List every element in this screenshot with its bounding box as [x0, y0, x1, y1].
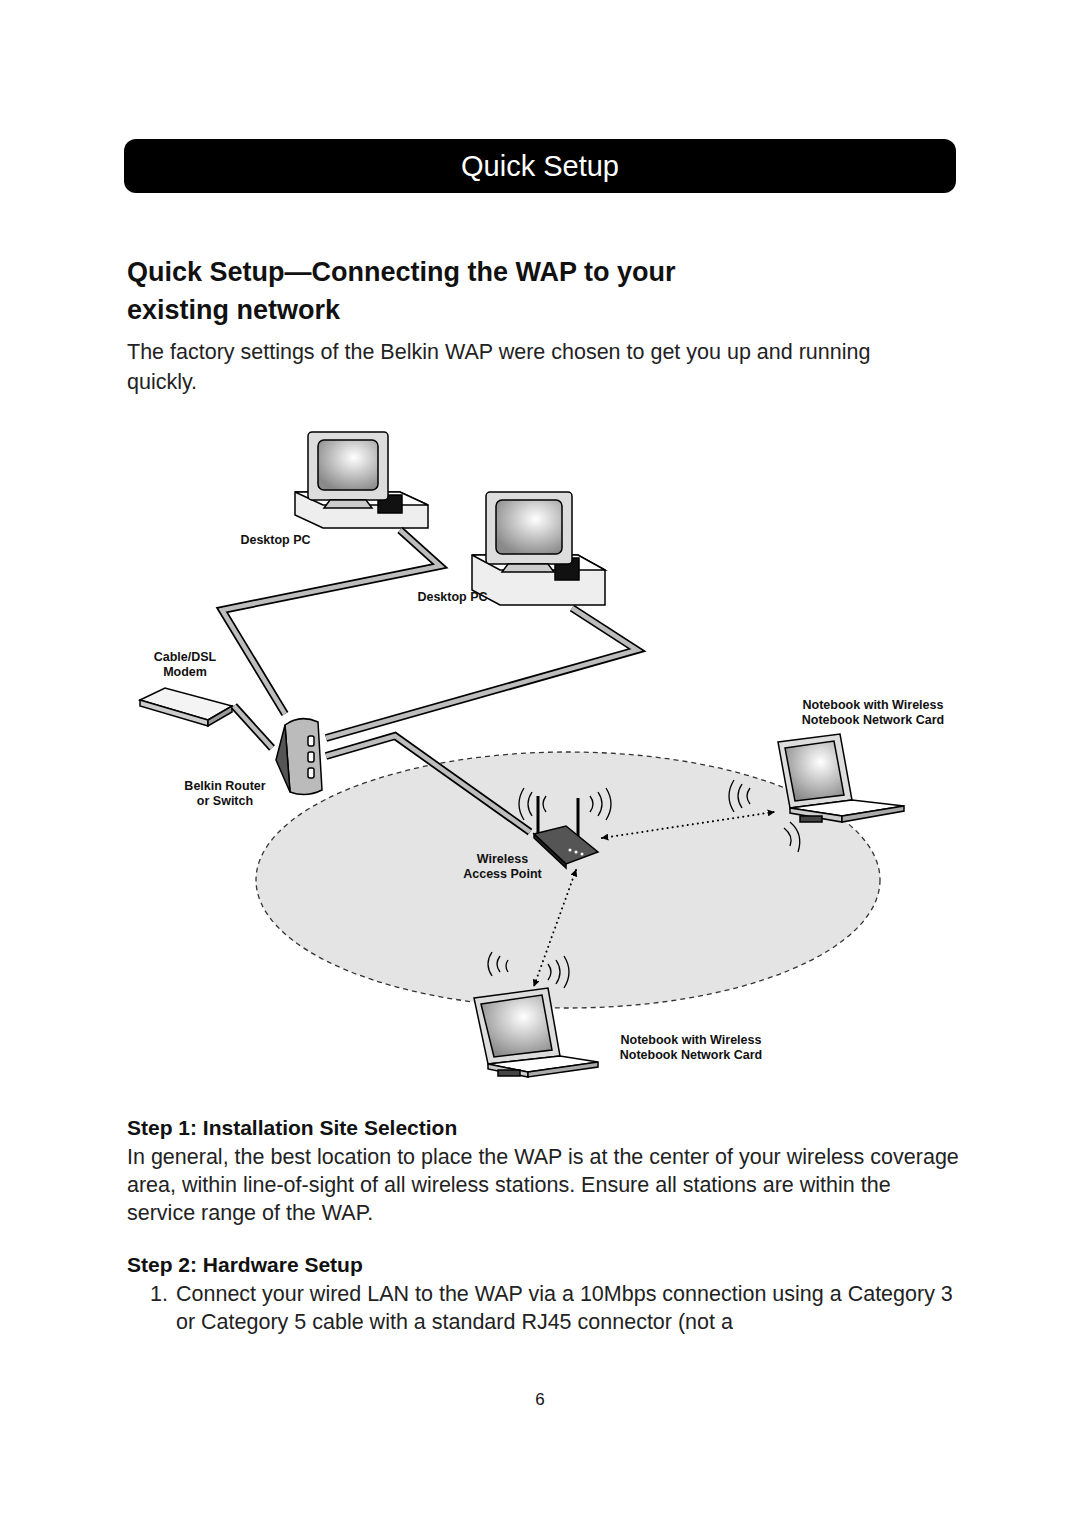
connector-line — [234, 706, 272, 748]
banner — [124, 139, 956, 193]
connector-line — [222, 530, 440, 714]
page-number: 6 — [520, 1389, 560, 1411]
banner-title: Quick Setup — [124, 139, 956, 193]
device-label: Wireless Access Point — [460, 852, 545, 882]
connector-line — [326, 608, 637, 738]
connector-line — [326, 736, 530, 832]
connector-line — [534, 870, 576, 986]
connector-line — [326, 608, 637, 738]
desktop-pc — [295, 432, 428, 528]
device-label: Belkin Router or Switch — [180, 779, 270, 809]
network-cable — [326, 608, 637, 738]
device-node: Belkin Router or Switch — [272, 714, 326, 798]
device-node: Wireless Access Point — [530, 790, 602, 870]
connector-line — [234, 706, 272, 748]
step-heading: Step 1: Installation Site Selection — [127, 1114, 927, 1142]
device-label: Notebook with Wireless Notebook Network … — [788, 698, 958, 728]
list-number: 1. — [150, 1280, 176, 1308]
device-label: Cable/DSL Modem — [145, 650, 225, 680]
device-label: Desktop PC — [405, 590, 500, 605]
intro-text: The factory settings of the Belkin WAP w… — [127, 337, 887, 397]
device-node: Desktop PC — [292, 428, 432, 530]
access-point — [534, 796, 598, 868]
step-heading: Step 2: Hardware Setup — [127, 1251, 927, 1279]
network-cable — [234, 706, 272, 748]
router — [276, 719, 322, 795]
notebook — [474, 988, 598, 1077]
device-node: Cable/DSL Modem — [138, 686, 234, 728]
network-cable — [326, 736, 530, 832]
device-label: Notebook with Wireless Notebook Network … — [606, 1033, 776, 1063]
connector-line — [222, 530, 440, 714]
body-text: Connect your wired LAN to the WAP via a … — [176, 1280, 962, 1336]
device-node: Desktop PC — [470, 490, 607, 608]
wireless-link — [534, 870, 576, 986]
device-label: Desktop PC — [228, 533, 323, 548]
device-node: Notebook with Wireless Notebook Network … — [774, 732, 908, 824]
connector-line — [326, 736, 530, 832]
page-heading: Quick Setup—Connecting the WAP to your e… — [127, 253, 767, 329]
radio-waves — [488, 780, 800, 988]
connector-line — [602, 812, 774, 838]
network-cable — [222, 530, 440, 714]
modem — [140, 688, 232, 726]
device-node: Notebook with Wireless Notebook Network … — [472, 986, 600, 1080]
wireless-link — [602, 812, 774, 838]
notebook — [778, 734, 904, 822]
body-text: In general, the best location to place t… — [127, 1143, 962, 1227]
desktop-pc — [472, 492, 605, 605]
